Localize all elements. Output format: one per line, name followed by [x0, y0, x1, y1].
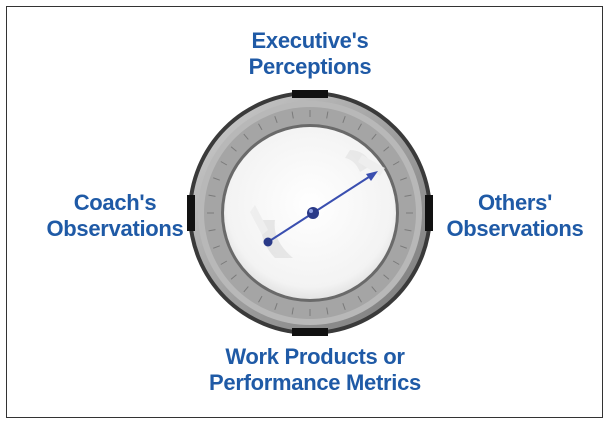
- dial-tick: [404, 194, 412, 197]
- dial-tick: [371, 286, 377, 293]
- dial-tick: [291, 111, 294, 119]
- dial-tick: [213, 245, 220, 249]
- dial-tick: [220, 260, 228, 265]
- label-coachs-observations: Coach's Observations: [40, 190, 190, 242]
- label-top-line-2: Perceptions: [248, 54, 372, 79]
- dial-tick: [404, 229, 412, 232]
- needle-icon: [263, 171, 378, 247]
- dial-tick: [258, 295, 263, 303]
- label-bottom-line-2: Performance Metrics: [209, 370, 421, 395]
- dial-tick: [383, 146, 390, 152]
- label-left-line-1: Coach's: [73, 190, 157, 215]
- dial-tick: [371, 133, 377, 140]
- needle-ghosts: [250, 150, 385, 258]
- dial-tick: [208, 229, 216, 232]
- dial-tick: [392, 260, 400, 265]
- dial-tick: [220, 161, 228, 166]
- dial-ticks: [207, 110, 413, 316]
- dial-tick: [274, 116, 278, 123]
- dial-tick: [400, 177, 407, 181]
- marker-bottom: [292, 328, 328, 336]
- dial-tick: [383, 274, 390, 280]
- dial-tick: [392, 161, 400, 166]
- dial-tick: [243, 133, 249, 140]
- dial-tick: [243, 286, 249, 293]
- dial-tick: [213, 177, 220, 181]
- dial-tick: [291, 307, 294, 315]
- label-left-line-2: Observations: [46, 216, 184, 241]
- label-top-line-1: Executive's: [251, 28, 369, 53]
- label-right-line-1: Others': [477, 190, 553, 215]
- marker-top: [292, 90, 328, 98]
- dial-tick: [326, 111, 329, 119]
- dial-tick: [400, 245, 407, 249]
- label-bottom-line-1: Work Products or: [225, 344, 405, 369]
- label-executives-perceptions: Executive's Perceptions: [200, 28, 420, 80]
- dial-tick: [258, 123, 263, 131]
- label-others-observations: Others' Observations: [430, 190, 600, 242]
- dial-tick: [230, 146, 237, 152]
- label-work-products: Work Products or Performance Metrics: [185, 344, 445, 396]
- marker-right: [425, 195, 433, 231]
- dial-tick: [342, 116, 346, 123]
- dial-tick: [208, 194, 216, 197]
- marker-left: [187, 195, 195, 231]
- dial-tick: [342, 303, 346, 310]
- label-right-line-2: Observations: [446, 216, 584, 241]
- dial-tick: [326, 307, 329, 315]
- dial-tick: [357, 123, 362, 131]
- dial-tick: [357, 295, 362, 303]
- dial-tick: [230, 274, 237, 280]
- dial-tick: [274, 303, 278, 310]
